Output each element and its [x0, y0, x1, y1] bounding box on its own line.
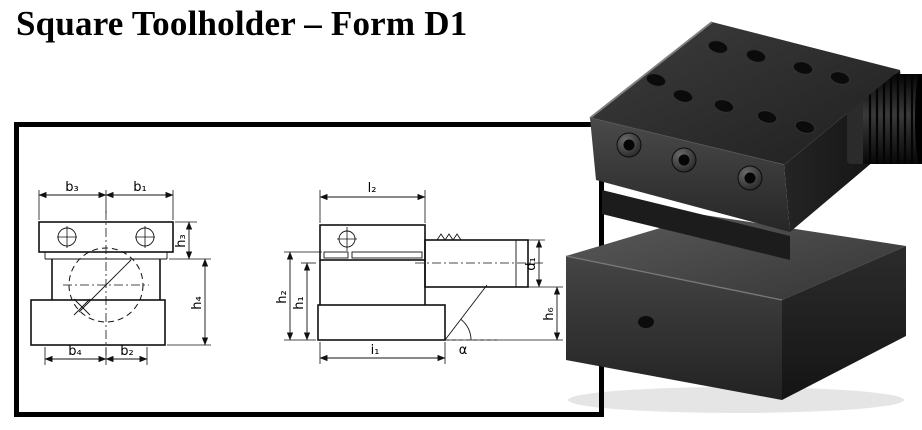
dim-label-h4: h₄: [190, 296, 205, 309]
shank-end-cap: [915, 74, 922, 164]
clamp-screws: [616, 132, 763, 191]
base-outline: [30, 299, 166, 346]
neck-step: [602, 190, 790, 260]
side-view: α l₂ h₂ h₁ d₁: [275, 181, 563, 364]
page-title: Square Toolholder – Form D1: [16, 4, 468, 43]
top-block: [589, 21, 900, 232]
front-view: b₃ b₁ h₃ h₄ b₄ b₂: [30, 180, 211, 365]
dim-label-b4: b₄: [68, 344, 81, 359]
product-photo: [565, 21, 922, 413]
insert-slot-right: [351, 251, 423, 259]
dim-label-h1: h₁: [292, 296, 307, 309]
dim-label-i1: i₁: [371, 343, 380, 358]
drawing-frame: b₃ b₁ h₃ h₄ b₄ b₂: [14, 122, 604, 417]
insert-slot-left: [323, 251, 349, 259]
base-front-face: [566, 256, 782, 400]
top-face-holes: [645, 40, 851, 134]
base-top-face: [566, 215, 906, 300]
dim-label-b1: b₁: [133, 180, 146, 195]
toolholder-photo: [565, 21, 922, 413]
dim-label-d1: d₁: [524, 257, 539, 270]
drop-shadow: [568, 387, 904, 413]
dim-label-h3: h₃: [174, 234, 189, 247]
dim-label-h6: h₆: [542, 307, 557, 320]
base-block: [565, 215, 906, 400]
dim-label-alpha: α: [459, 343, 468, 358]
base-right-face: [782, 246, 906, 400]
dim-label-h2: h₂: [275, 290, 290, 303]
dim-label-l2: l₂: [368, 181, 377, 196]
base-edge-highlight: [565, 255, 783, 301]
clamp-screw-1: [616, 132, 642, 158]
thread-zigzag: [436, 233, 462, 241]
shank-outline: [424, 239, 529, 288]
dim-label-b3: b₃: [65, 180, 78, 195]
dim-label-b2: b₂: [120, 344, 133, 359]
clamp-screw-2: [671, 147, 697, 173]
technical-drawing: b₃ b₁ h₃ h₄ b₄ b₂: [30, 180, 563, 365]
base-side-outline: [317, 304, 446, 341]
top-edge-highlight: [589, 21, 713, 119]
clamp-side-outline: [319, 224, 426, 261]
base-mount-hole: [638, 316, 654, 328]
clamp-screw-3: [737, 165, 763, 191]
